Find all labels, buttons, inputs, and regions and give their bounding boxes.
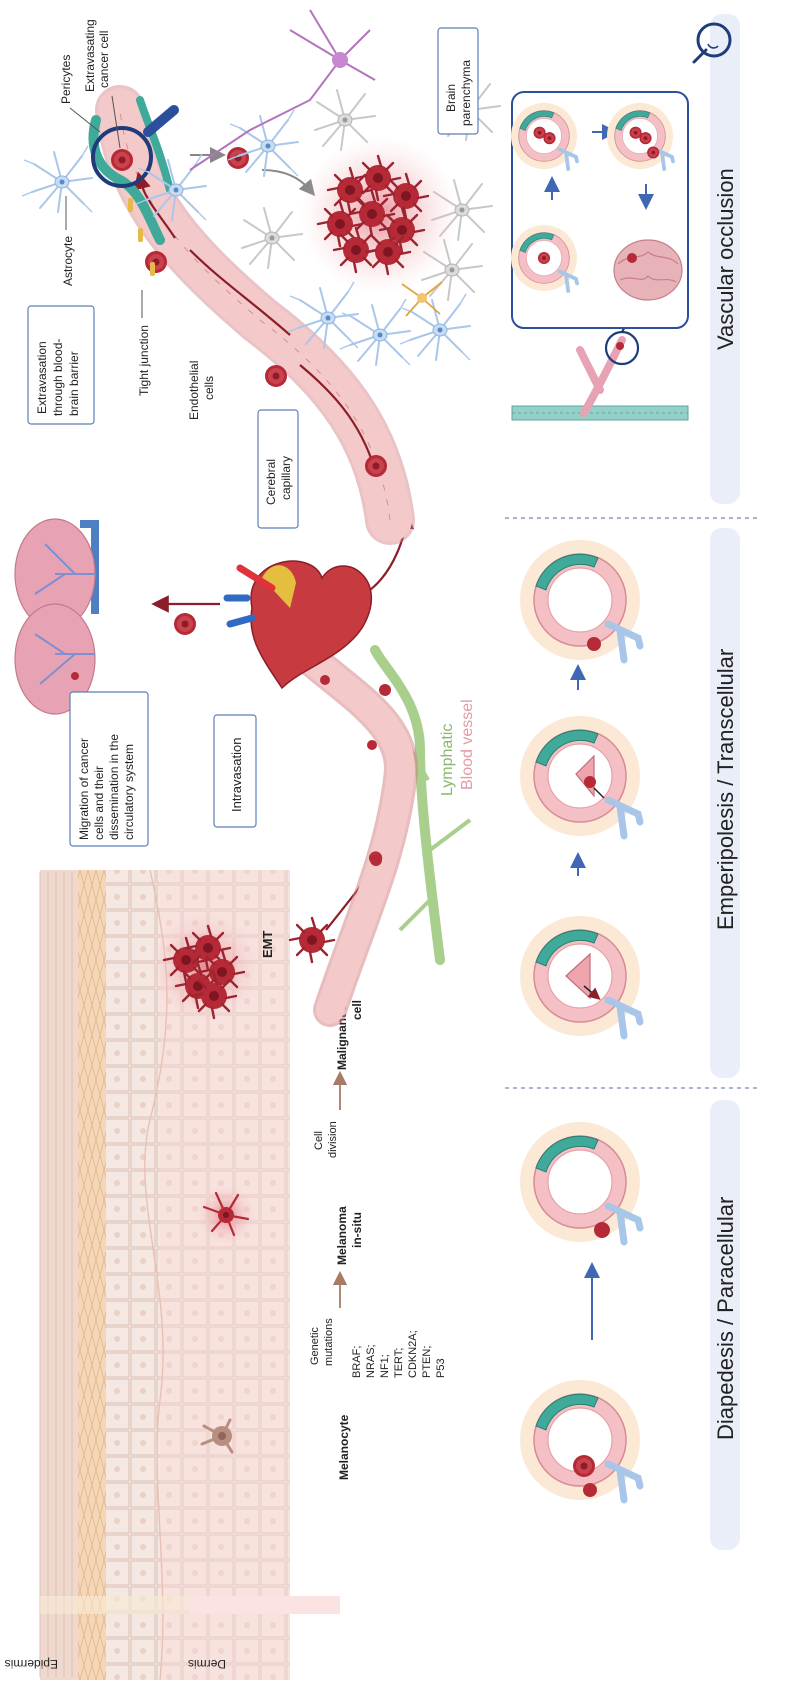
extravasating-line1: Extravasating	[83, 19, 97, 92]
dermis-label: Dermis	[188, 1657, 226, 1671]
tight-junction-label: Tight junction	[137, 325, 151, 396]
diapedesis-step-1	[520, 1380, 640, 1500]
mechanism-panels: Diapedesis / Paracellular Emperipolesis …	[505, 14, 760, 1550]
emperipolesis-step-2	[520, 716, 640, 836]
migration-line3: dissemination in the	[107, 734, 121, 840]
dermis-label-bg	[190, 1596, 340, 1614]
cell-division-line1: Cell	[313, 1131, 325, 1150]
endothelial-line2: cells	[202, 376, 216, 400]
mutation-pten: PTEN;	[421, 1346, 433, 1378]
extravasation-line1: Extravasation	[35, 341, 49, 414]
emt-label: EMT	[260, 931, 275, 959]
brain-section: Cerebral capillary Endothelial cells Tig…	[22, 10, 500, 528]
pericytes-label: Pericytes	[59, 55, 73, 104]
mutation-cdkn2a: CDKN2A;	[407, 1330, 419, 1378]
endothelial-line1: Endothelial	[187, 361, 201, 420]
epidermis-label: Epidermis	[5, 1657, 58, 1671]
genetic-mutations-line1: Genetic	[309, 1327, 321, 1365]
occlusion-step-3	[607, 103, 673, 169]
diapedesis-step-2	[520, 1122, 640, 1242]
panel-title-diapedesis: Diapedesis / Paracellular	[713, 1197, 738, 1440]
mutation-p53: P53	[435, 1358, 447, 1378]
mutation-braf: BRAF;	[351, 1346, 363, 1378]
lungs	[15, 519, 95, 714]
occlusion-step-1	[511, 225, 577, 291]
panel-title-emperipolesis: Emperipolesis / Transcellular	[713, 649, 738, 930]
brain-damage	[614, 240, 682, 300]
extravasated-cell	[227, 147, 249, 169]
emperipolesis-step-3	[520, 540, 640, 660]
panel-title-occlusion: Vascular occlusion	[713, 168, 738, 350]
emt-cancer-cell	[290, 918, 334, 962]
occlusion-step-2	[511, 103, 577, 169]
migration-line4: circulatory system	[122, 744, 136, 840]
mutation-tert: TERT;	[393, 1348, 405, 1378]
cell-division-line2: division	[327, 1121, 339, 1158]
magnifier-handle	[148, 110, 174, 132]
mutation-nf1: NF1;	[379, 1354, 391, 1378]
stage-malignant-line2: cell	[350, 1000, 364, 1020]
stage-melanoma-insitu-line2: in-situ	[350, 1212, 364, 1248]
lymphatic-label: Lymphatic	[439, 724, 456, 796]
extravasating-line2: cancer cell	[97, 31, 111, 88]
stage-melanocyte: Melanocyte	[337, 1414, 351, 1480]
intravasation-label: Intravasation	[229, 738, 244, 812]
cerebral-line1: Cerebral	[264, 459, 278, 505]
mutation-nras: NRAS;	[365, 1344, 377, 1378]
epidermis-band	[78, 870, 106, 1680]
genetic-mutations-line2: mutations	[323, 1318, 335, 1366]
astrocyte-label: Astrocyte	[61, 236, 75, 286]
parenchyma-line1: Brain	[444, 84, 458, 112]
mutation-list: BRAF; NRAS; NF1; TERT; CDKN2A; PTEN; P53	[351, 1330, 447, 1378]
cerebral-line2: capillary	[279, 456, 293, 500]
stage-melanoma-insitu-line1: Melanoma	[335, 1206, 349, 1265]
emperipolesis-step-1	[520, 916, 640, 1036]
extravasation-line3: brain barrier	[67, 351, 81, 416]
parenchyma-line2: parenchyma	[459, 60, 473, 126]
migration-line1: Migration of cancer	[77, 738, 91, 840]
extravasation-line2: through blood-	[51, 339, 65, 416]
blood-vessel-label: Blood vessel	[459, 699, 476, 790]
lung-cancer-cell	[174, 613, 196, 635]
migration-line2: cells and their	[92, 766, 106, 840]
